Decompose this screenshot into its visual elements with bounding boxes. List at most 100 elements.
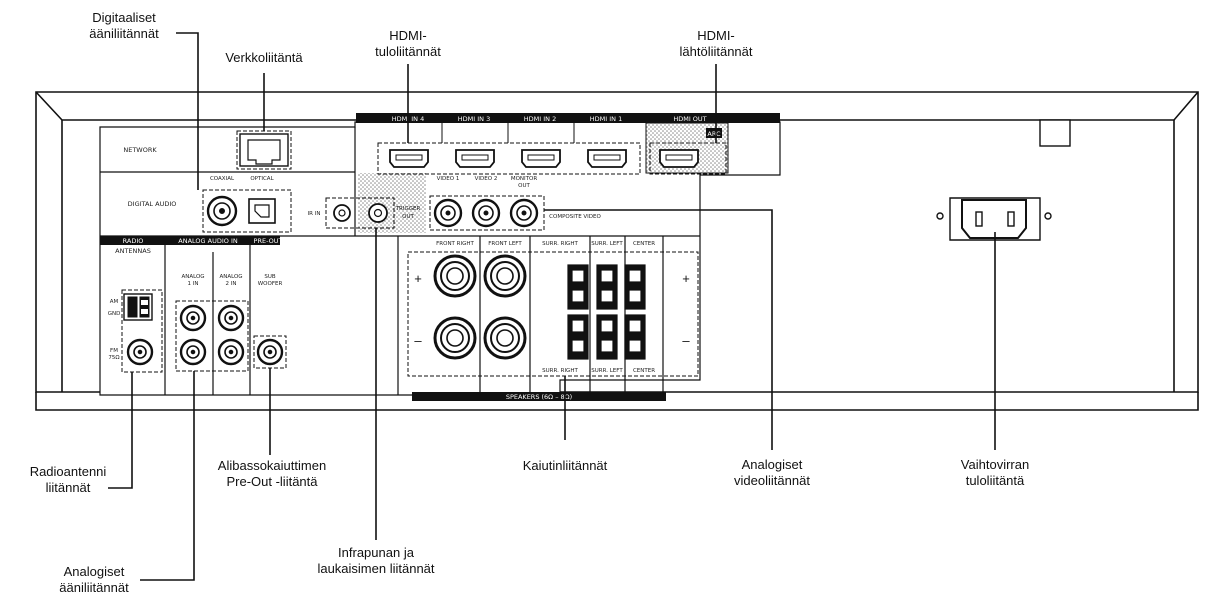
minus-right: –: [682, 333, 690, 348]
video-dashed-box: [429, 195, 545, 231]
am-gnd-terminal: [123, 293, 153, 321]
plus-right: +: [682, 271, 690, 286]
analog-1-right-jack: [179, 338, 207, 366]
panel-hdmi-out-label: HDMI OUT: [673, 115, 706, 123]
svg-text:tuloliitäntä: tuloliitäntä: [966, 473, 1025, 488]
surr-right-clips: [567, 264, 589, 360]
spring-clips: [567, 264, 646, 360]
svg-text:Infrapunan ja: Infrapunan ja: [338, 545, 415, 560]
hdmi-ports: [389, 149, 699, 168]
panel-radio-antennas-label-2: ANTENNAS: [115, 247, 151, 255]
hdmi-in-2-port: [521, 149, 561, 168]
panel-center-label-bottom: CENTER: [633, 368, 655, 374]
svg-text:HDMI-: HDMI-: [389, 28, 427, 43]
callout-speakers: Kaiutinliitännät: [523, 458, 608, 473]
hdmi-header-strip: [356, 113, 780, 123]
svg-text:laukaisimen liitännät: laukaisimen liitännät: [317, 561, 434, 576]
fm-antenna-jack: [126, 338, 154, 366]
video-1-jack: [433, 198, 463, 228]
panel-fm-label-1: FM: [110, 348, 118, 354]
panel-surr-right-label: SURR. RIGHT: [542, 241, 578, 247]
analog-audio-jacks: [179, 304, 245, 366]
hdmi-out-port: [659, 149, 699, 168]
ethernet-port: [239, 133, 289, 167]
panel-sub-woofer-label-1: SUB: [264, 274, 276, 280]
subwoofer-jack: [256, 338, 284, 366]
hdmi-out-dashed-box: [649, 142, 727, 175]
speakers-dashed-box: [407, 251, 699, 377]
panel-analog-2-in-label-1: ANALOG: [219, 274, 242, 280]
binding-posts: [433, 254, 527, 360]
analog-1-left-jack: [179, 304, 207, 332]
callout-subwoofer: Alibassokaiuttimen Pre-Out -liitäntä: [218, 458, 326, 489]
panel-speakers-label: SPEAKERS (6Ω – 8Ω): [506, 393, 572, 401]
callout-analog-audio: Analogiset ääniliitännät: [59, 564, 129, 595]
hdmi-in-1-port: [587, 149, 627, 168]
front-left-plus-post: [483, 254, 527, 298]
hdmi-dividers: [441, 123, 575, 143]
panel-optical-label: OPTICAL: [250, 176, 274, 182]
callout-hdmi-in: HDMI- tuloliitännät: [375, 28, 441, 59]
panel-ir-in-label: IR IN: [308, 211, 321, 217]
composite-video-jacks: [433, 198, 539, 228]
hdmi-in-4-port: [389, 149, 429, 168]
chassis: [35, 91, 1199, 411]
analog-2-left-jack: [217, 304, 245, 332]
panel-analog-audio-in-label: ANALOG AUDIO IN: [178, 237, 238, 245]
callout-radio: Radioantenni liitännät: [30, 464, 107, 495]
svg-text:lähtöliitännät: lähtöliitännät: [680, 44, 753, 59]
arc-badge: [706, 128, 722, 138]
ac-inlet: [936, 197, 1052, 241]
svg-text:Alibassokaiuttimen: Alibassokaiuttimen: [218, 458, 326, 473]
panel-trigger-out-label-2: OUT: [402, 214, 414, 220]
minus-left: –: [414, 333, 422, 348]
panel-network-label: NETWORK: [123, 146, 157, 154]
svg-text:Radioantenni: Radioantenni: [30, 464, 107, 479]
svg-text:ääniliitännät: ääniliitännät: [89, 26, 159, 41]
svg-text:HDMI-: HDMI-: [697, 28, 735, 43]
svg-text:Pre-Out -liitäntä: Pre-Out -liitäntä: [226, 474, 318, 489]
panel-surr-left-label-bottom: SURR. LEFT: [591, 368, 623, 374]
panel-digital-audio-label: DIGITAL AUDIO: [128, 200, 177, 208]
panel-center-label: CENTER: [633, 241, 655, 247]
hdmi-in-dashed-box: [377, 142, 641, 175]
front-right-plus-post: [433, 254, 477, 298]
svg-text:Analogiset: Analogiset: [742, 457, 803, 472]
panel-arc-label: ARC: [707, 130, 721, 138]
center-clips: [624, 264, 646, 360]
panel-analog-2-in-label-2: 2 IN: [226, 281, 237, 287]
panel-radio-antennas-label-1: RADIO: [123, 237, 144, 245]
panel-trigger-out-label-1: TRIGGER: [395, 206, 421, 212]
ir-in-jack: [333, 204, 351, 222]
front-left-minus-post: [483, 316, 527, 360]
callout-ir-trigger: Infrapunan ja laukaisimen liitännät: [317, 545, 434, 576]
coaxial-jack: [206, 195, 238, 227]
video-2-jack: [471, 198, 501, 228]
svg-text:Analogiset: Analogiset: [64, 564, 125, 579]
callout-digital-audio: Digitaaliset ääniliitännät: [89, 10, 159, 41]
panel-front-right-label: FRONT RIGHT: [436, 241, 474, 247]
panel-video-2-label: VIDEO 2: [475, 176, 498, 182]
panel-gnd-label: GND: [108, 311, 121, 317]
panel-analog-1-in-label-2: 1 IN: [188, 281, 199, 287]
analog-2-right-jack: [217, 338, 245, 366]
panel-front-left-label: FRONT LEFT: [488, 241, 522, 247]
panel-surr-left-label: SURR. LEFT: [591, 241, 623, 247]
panel-surr-right-label-bottom: SURR. RIGHT: [542, 368, 578, 374]
panel-am-label: AM: [110, 299, 119, 305]
analog-audio-dashed-box: [175, 300, 249, 372]
svg-text:liitännät: liitännät: [46, 480, 91, 495]
plus-left: +: [414, 271, 422, 286]
trigger-hatch: [358, 173, 426, 233]
surr-left-clips: [596, 264, 618, 360]
panel-analog-1-in-label-1: ANALOG: [181, 274, 204, 280]
top-clip: [1039, 119, 1071, 147]
panel-hdmi-in-1-label: HDMI IN 1: [590, 115, 622, 123]
hdmi-in-3-port: [455, 149, 495, 168]
leader-lines: [108, 32, 996, 581]
svg-text:Digitaaliset: Digitaaliset: [92, 10, 156, 25]
panel-hdmi-in-3-label: HDMI IN 3: [458, 115, 490, 123]
svg-text:tuloliitännät: tuloliitännät: [375, 44, 441, 59]
svg-text:Verkkoliitäntä: Verkkoliitäntä: [225, 50, 303, 65]
